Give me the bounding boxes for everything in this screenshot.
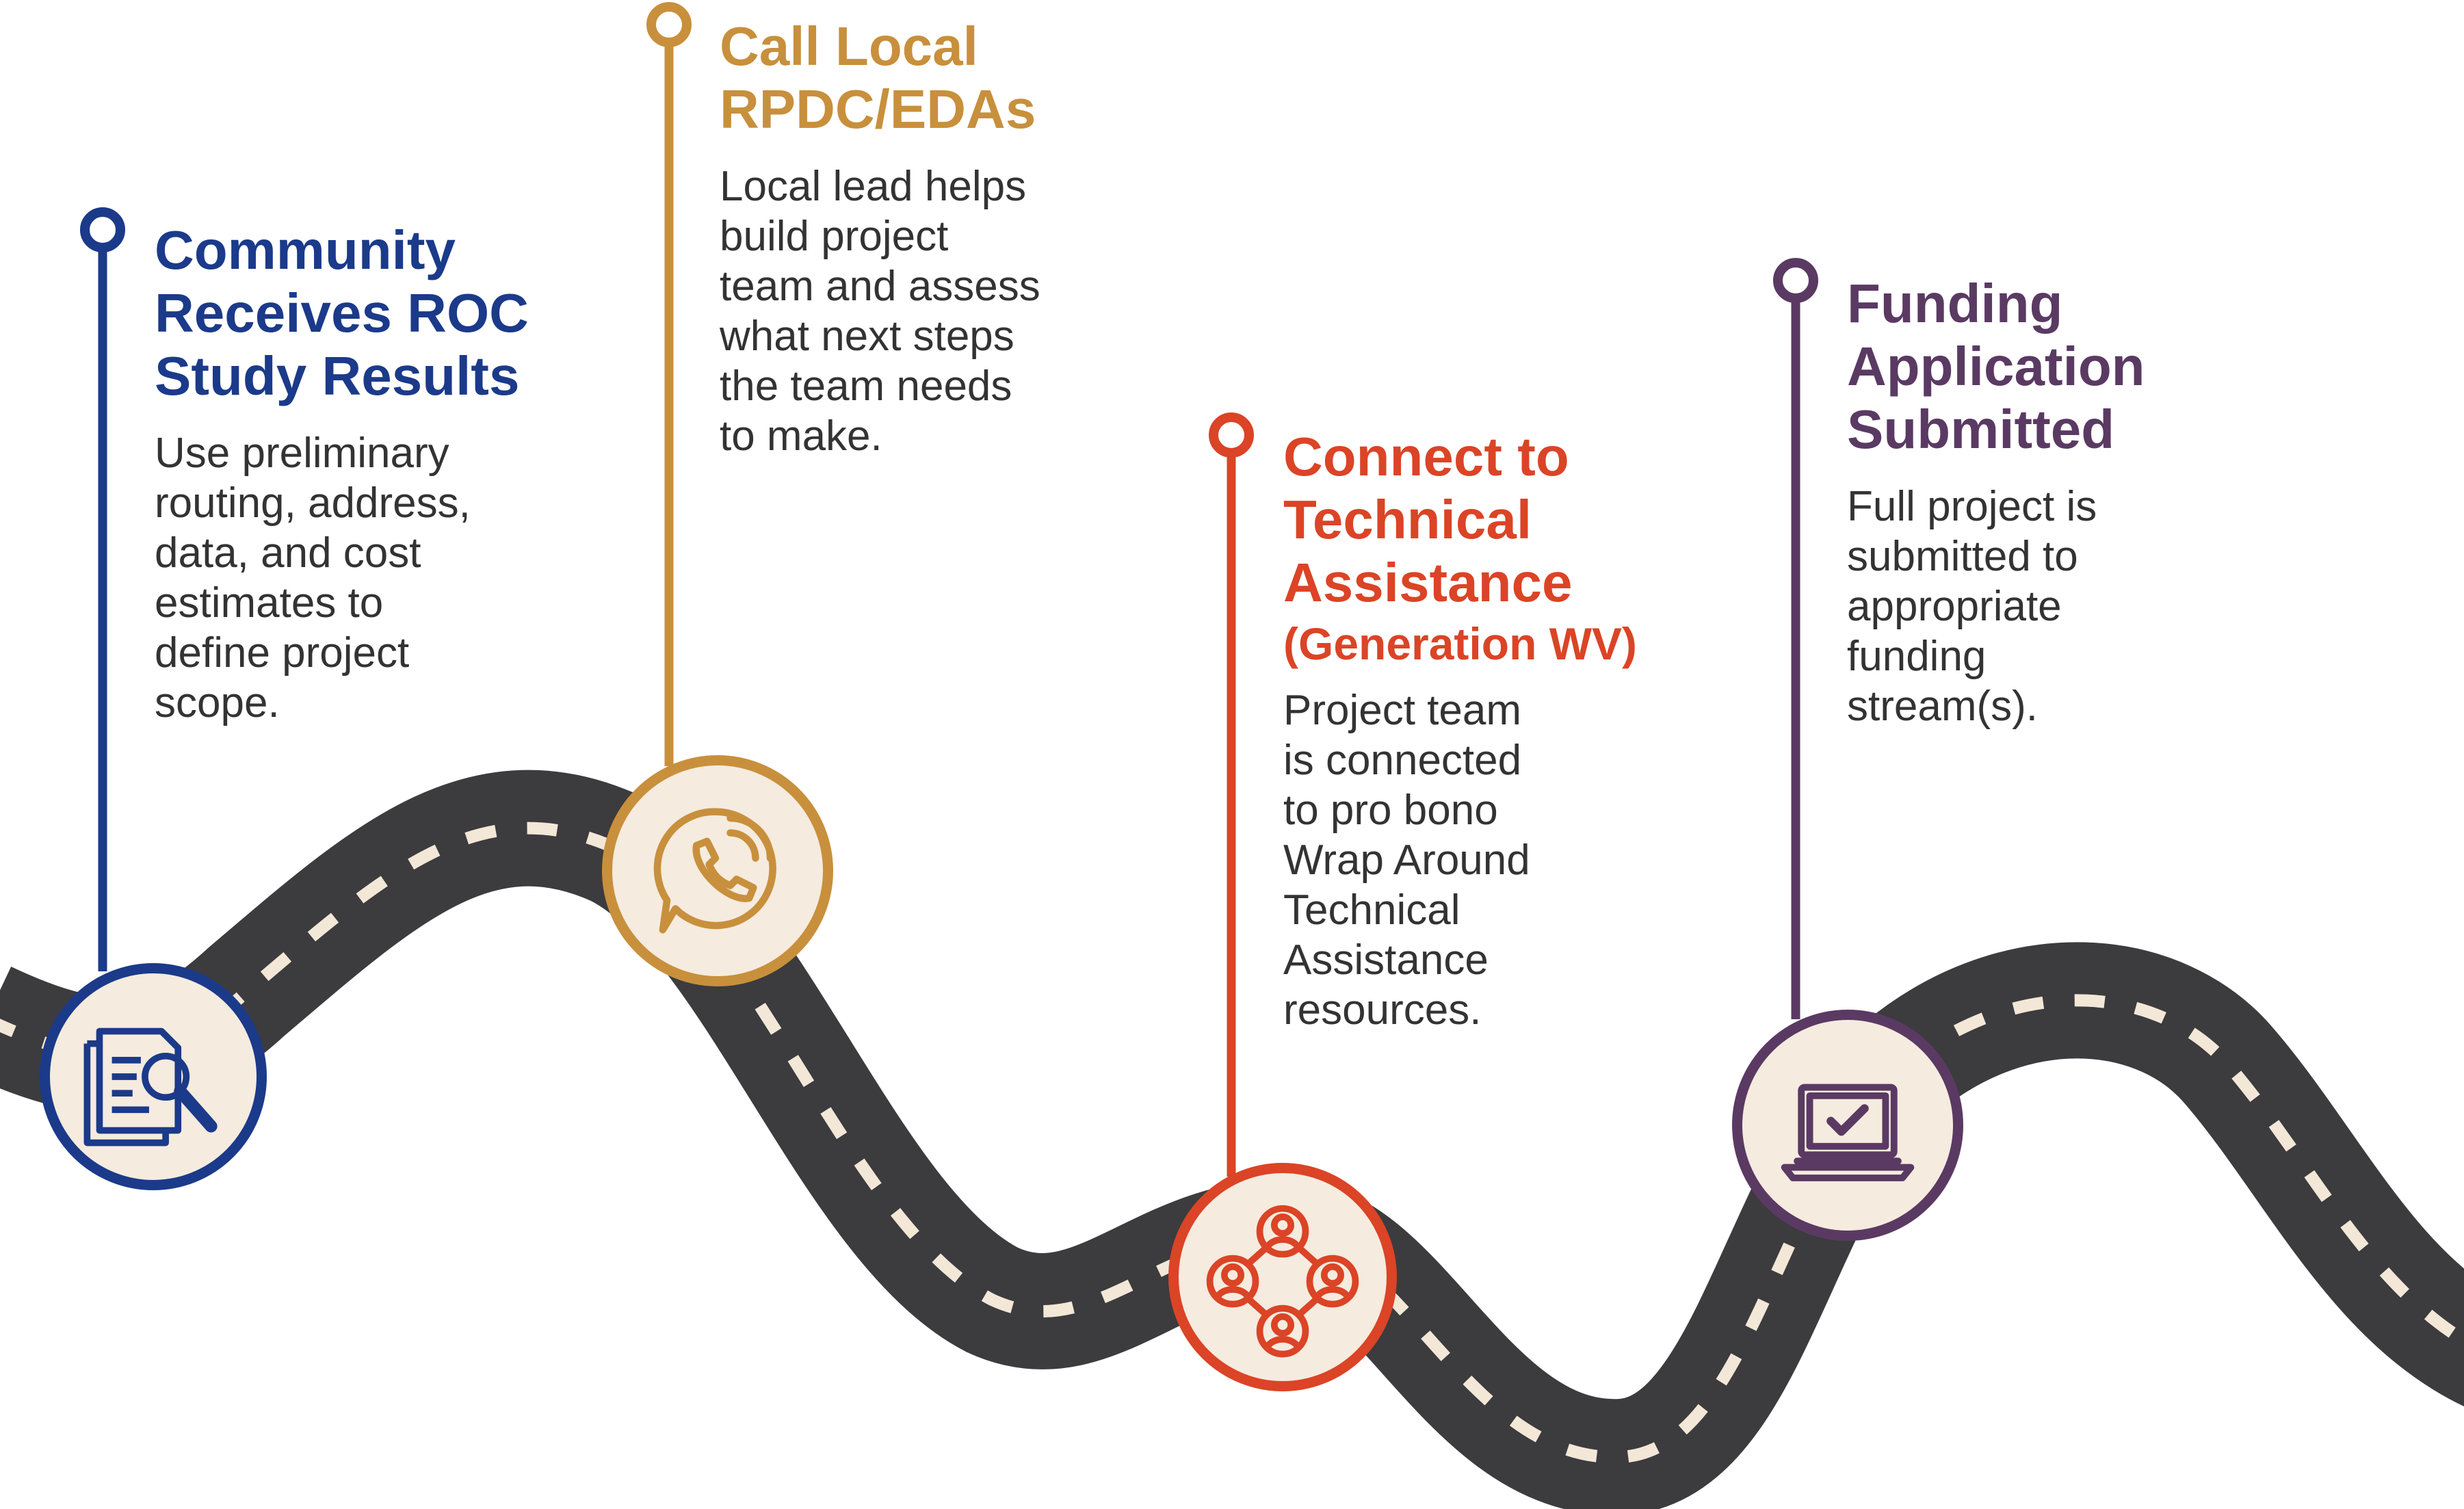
step-description: Project team is connected to pro bono Wr… — [1283, 687, 1530, 1034]
phone-chat-icon — [602, 755, 833, 986]
step-title: Connect to Technical Assistance — [1283, 426, 1573, 613]
step-community: Community Receives ROC Study Results Use… — [155, 219, 529, 728]
step-call-local: Call Local RPDC/EDAs Local lead helps bu… — [720, 15, 1040, 461]
step-funding: Funding Application Submitted Full proje… — [1847, 272, 2145, 731]
step-description: Full project is submitted to appropriate… — [1847, 483, 2097, 730]
team-network-icon — [1168, 1163, 1397, 1391]
step-subtitle: (Generation WV) — [1283, 618, 1638, 669]
laptop-check-icon — [1732, 1010, 1963, 1241]
step-description: Use preliminary routing, address, data, … — [155, 430, 471, 726]
stem-pin-call-local — [646, 2, 692, 47]
stem-pin-technical-assistance — [1209, 412, 1254, 458]
document-magnifier-icon — [40, 963, 267, 1190]
step-title: Community Receives ROC Study Results — [155, 220, 529, 406]
step-technical-assistance: Connect to Technical Assistance (Generat… — [1283, 425, 1637, 1035]
stem-pin-community — [80, 207, 125, 252]
stem-pin-funding — [1773, 258, 1818, 303]
step-title: Funding Application Submitted — [1847, 273, 2145, 460]
step-title: Call Local RPDC/EDAs — [720, 16, 1036, 140]
step-description: Local lead helps build project team and … — [720, 163, 1040, 460]
